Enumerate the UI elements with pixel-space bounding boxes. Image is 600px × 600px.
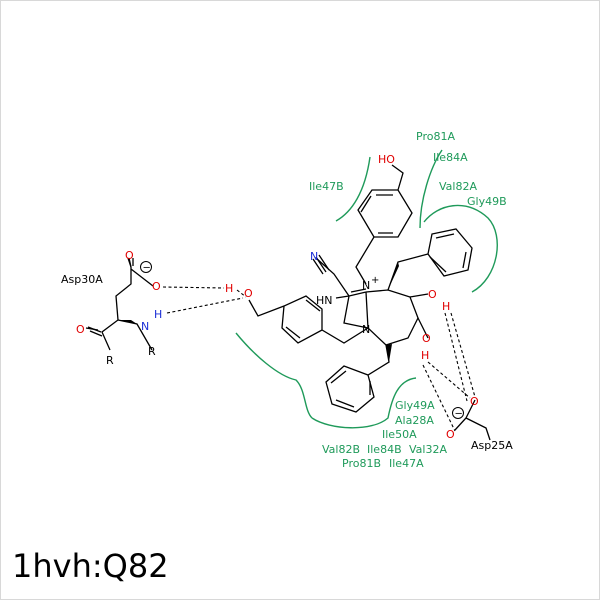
atom-o-asp30-2: O bbox=[152, 280, 161, 293]
minus-circle-asp30 bbox=[140, 261, 152, 273]
residue-asp25a: Asp25A bbox=[471, 439, 513, 452]
charge-minus-asp25: − bbox=[455, 409, 463, 420]
atom-r2: R bbox=[148, 345, 156, 358]
hbond-h-right2-o-asp25 bbox=[427, 361, 471, 399]
diagram-title: 1hvh:Q82 bbox=[12, 547, 169, 585]
top-benzyl bbox=[355, 164, 413, 285]
atom-oh-right: O bbox=[428, 288, 437, 301]
residue-labels: Pro81A Ile84A Ile47B Val82A Gly49B Asp30… bbox=[61, 130, 513, 470]
atom-labels: HO N HN N + N O H O H O H O O − O N H R … bbox=[76, 153, 479, 441]
atom-o-asp25-1: O bbox=[470, 395, 479, 408]
residue-ile47b: Ile47B bbox=[309, 180, 344, 193]
hbond-h-right-o-asp25 bbox=[450, 312, 476, 398]
residue-val32a: Val32A bbox=[409, 443, 447, 456]
molecule-bonds bbox=[85, 164, 491, 441]
hbond-h-right-o-asp25-2 bbox=[444, 312, 468, 402]
arc-ile47b bbox=[335, 156, 371, 222]
atom-r1: R bbox=[106, 354, 114, 367]
asp25-bonds bbox=[454, 399, 491, 441]
hbond-h-o-left bbox=[236, 289, 247, 298]
wedge-bonds bbox=[118, 262, 399, 362]
atom-h-right: H bbox=[442, 300, 450, 313]
residue-val82a: Val82A bbox=[439, 180, 477, 193]
charge-minus-asp30: − bbox=[143, 263, 151, 274]
arc-pro81a bbox=[419, 149, 443, 229]
atom-n-asp30: N bbox=[141, 320, 149, 333]
atom-o-asp25-2: O bbox=[446, 428, 455, 441]
residue-gly49a: Gly49A bbox=[395, 399, 435, 412]
arc-bottom-right bbox=[311, 377, 417, 429]
arc-left-bottom bbox=[235, 332, 313, 419]
right-benzyl-top bbox=[387, 228, 473, 291]
atom-o-amide: O bbox=[76, 323, 85, 336]
residue-ile84a: Ile84A bbox=[433, 151, 468, 164]
hydrogen-bonds bbox=[162, 286, 476, 432]
hbond-h-asp30-o-left bbox=[166, 297, 244, 314]
residue-val82b: Val82B bbox=[322, 443, 360, 456]
minus-circle-asp25 bbox=[452, 407, 464, 419]
residue-pro81a: Pro81A bbox=[416, 130, 455, 143]
residue-ile84b: Ile84B bbox=[367, 443, 402, 456]
atom-o-right2: O bbox=[422, 332, 431, 345]
atom-n-plus: N bbox=[362, 279, 370, 292]
residue-gly49b: Gly49B bbox=[467, 195, 507, 208]
residue-asp30a: Asp30A bbox=[61, 273, 103, 286]
atom-h-asp30: H bbox=[154, 308, 162, 321]
bottom-benzyl bbox=[325, 344, 390, 413]
central-ring bbox=[365, 289, 419, 346]
residue-ile50a: Ile50A bbox=[382, 428, 417, 441]
atom-n-cyano: N bbox=[310, 250, 318, 263]
residue-ile47a: Ile47A bbox=[389, 457, 424, 470]
hydrophobic-arcs bbox=[235, 149, 498, 429]
atom-hn: HN bbox=[316, 294, 333, 307]
atom-ho-top: HO bbox=[378, 153, 395, 166]
hbond-o-asp30-h bbox=[162, 286, 225, 289]
residue-pro81b: Pro81B bbox=[342, 457, 381, 470]
charge-plus: + bbox=[371, 275, 379, 286]
atom-h-left: H bbox=[225, 282, 233, 295]
left-benzyl bbox=[248, 295, 369, 344]
residue-ala28a: Ala28A bbox=[395, 414, 434, 427]
atom-n-ring: N bbox=[362, 323, 370, 336]
hbond-h-right2-o-asp25-b bbox=[422, 364, 456, 432]
atom-o-asp30-1: O bbox=[125, 249, 134, 262]
atom-o-left: O bbox=[244, 287, 253, 300]
atom-h-right2: H bbox=[421, 349, 429, 362]
arc-val82a bbox=[423, 204, 498, 293]
